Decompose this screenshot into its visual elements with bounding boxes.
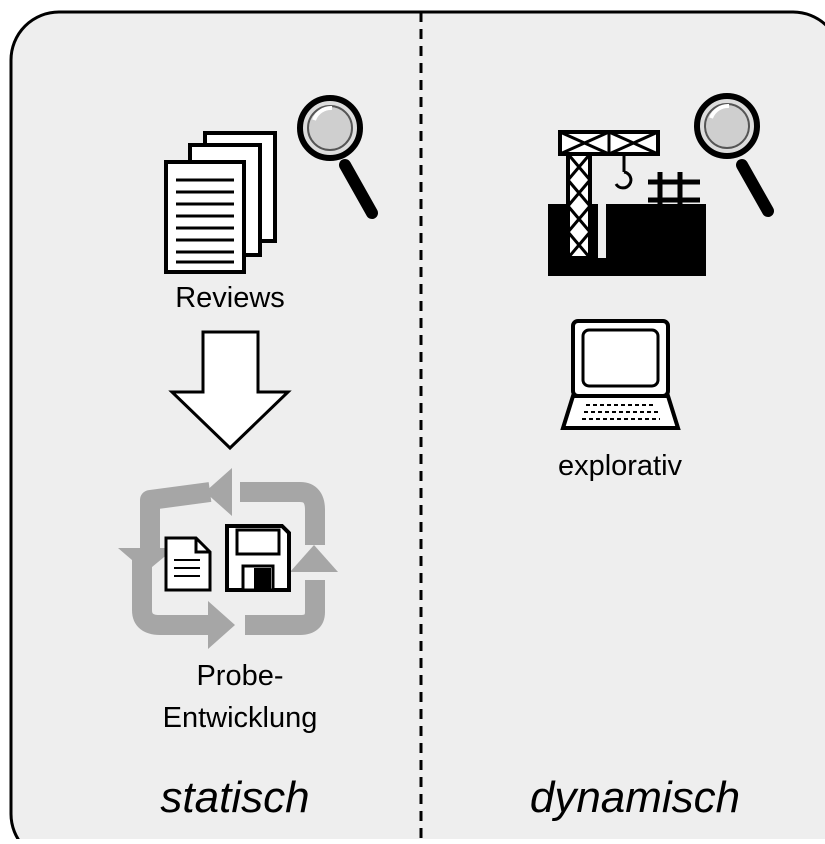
static-footer-label: statisch: [160, 773, 310, 822]
magnifier-icon: [694, 93, 774, 217]
dynamic-footer-label: dynamisch: [529, 773, 741, 822]
cycle-arrows-icon: [132, 482, 325, 635]
reviews-label: Reviews: [175, 282, 285, 314]
floppy-disk-icon: [225, 524, 291, 592]
document-icon: [164, 536, 212, 592]
documents-icon: [164, 131, 277, 274]
construction-site-icon: [548, 130, 706, 276]
magnifier-icon: [297, 95, 378, 219]
cycle-arrowheads: [118, 468, 338, 649]
probe-line-1: Probe-: [196, 660, 284, 692]
probe-entwicklung-label: Probe- Entwicklung: [110, 655, 370, 739]
explorativ-label: explorativ: [557, 450, 683, 482]
down-arrow-icon: [168, 330, 292, 451]
probe-line-2: Entwicklung: [162, 702, 318, 734]
computer-terminal-icon: [560, 319, 681, 430]
